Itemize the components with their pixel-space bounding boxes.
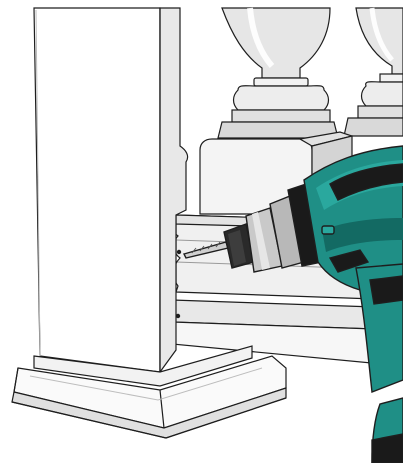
newel-post bbox=[34, 8, 188, 372]
baluster-left bbox=[218, 8, 338, 138]
baluster-right bbox=[344, 8, 403, 136]
drill-battery bbox=[372, 398, 403, 463]
